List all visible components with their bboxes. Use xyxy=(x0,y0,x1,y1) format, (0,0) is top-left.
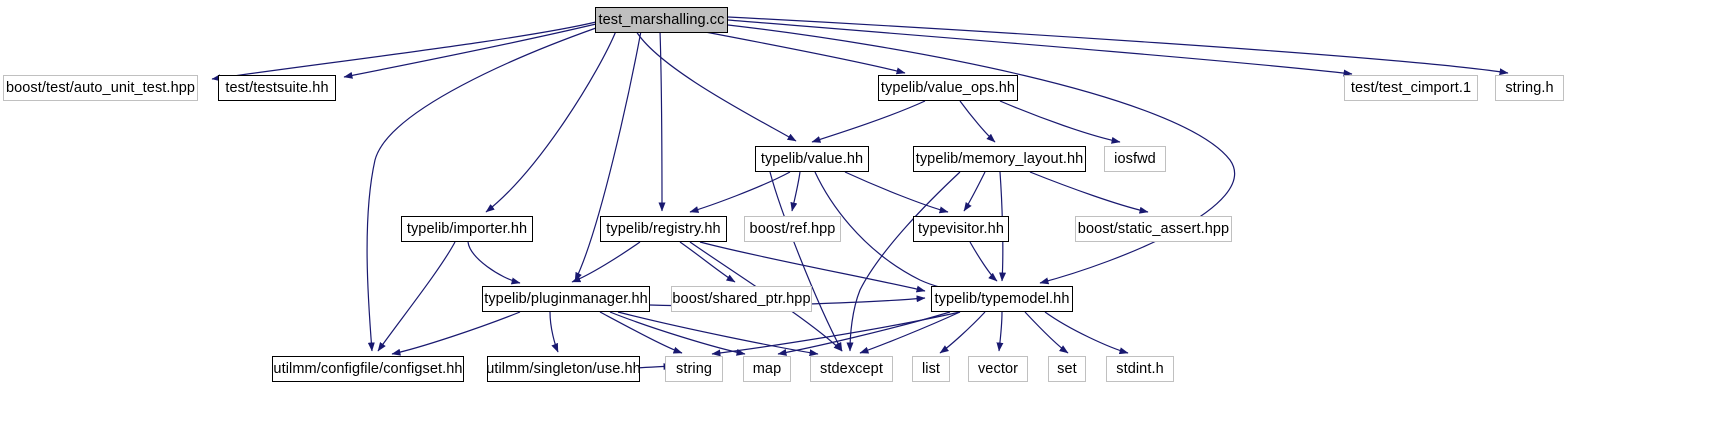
graph-node-n15[interactable]: boost/shared_ptr.hpp xyxy=(671,286,812,312)
graph-node-label: boost/static_assert.hpp xyxy=(1077,220,1230,237)
graph-node-n4[interactable]: test/test_cimport.1 xyxy=(1344,75,1478,101)
graph-edge-n6-to-n10 xyxy=(689,171,791,213)
graph-edge-n0-to-n14 xyxy=(574,30,642,282)
graph-node-n9[interactable]: typelib/importer.hh xyxy=(401,216,533,242)
graph-edge-n3-to-n8 xyxy=(999,100,1121,144)
graph-node-n14[interactable]: typelib/pluginmanager.hh xyxy=(482,286,650,312)
graph-node-n7[interactable]: typelib/memory_layout.hh xyxy=(913,146,1086,172)
graph-edge-n14-to-n21 xyxy=(617,311,819,357)
graph-node-label: typelib/importer.hh xyxy=(406,220,528,237)
graph-edge-n6-to-n11 xyxy=(790,171,801,212)
graph-edge-n7-to-n21 xyxy=(846,171,961,352)
graph-node-n23[interactable]: vector xyxy=(968,356,1028,382)
graph-node-n0[interactable]: test_marshalling.cc xyxy=(595,7,728,33)
graph-node-label: test/test_cimport.1 xyxy=(1350,79,1472,96)
graph-edge-n0-to-n5 xyxy=(727,16,1509,76)
graph-node-label: typelib/typemodel.hh xyxy=(934,290,1070,307)
graph-node-label: stdint.h xyxy=(1116,360,1164,377)
edges-group xyxy=(211,16,1509,371)
graph-edge-n14-to-n18 xyxy=(549,311,559,353)
graph-node-label: test_marshalling.cc xyxy=(598,11,725,28)
graph-edge-n0-to-n10 xyxy=(658,30,666,212)
graph-node-label: boost/shared_ptr.hpp xyxy=(672,290,811,307)
graph-node-n25[interactable]: stdint.h xyxy=(1106,356,1174,382)
graph-edge-n0-to-n3 xyxy=(699,30,906,75)
graph-edge-n3-to-n7 xyxy=(959,100,996,143)
graph-edge-n16-to-n23 xyxy=(996,311,1004,352)
graph-node-n6[interactable]: typelib/value.hh xyxy=(755,146,869,172)
graph-edge-n7-to-n12 xyxy=(963,171,986,212)
graph-edge-n16-to-n20 xyxy=(777,311,951,356)
graph-node-label: vector xyxy=(977,360,1019,377)
graph-node-n24[interactable]: set xyxy=(1048,356,1086,382)
graph-node-label: test/testsuite.hh xyxy=(225,79,329,96)
graph-node-n18[interactable]: utilmm/singleton/use.hh xyxy=(486,356,641,382)
graph-node-n10[interactable]: typelib/registry.hh xyxy=(600,216,727,242)
graph-node-label: typelib/registry.hh xyxy=(606,220,721,237)
graph-node-label: utilmm/configfile/configset.hh xyxy=(273,360,463,377)
graph-node-n13[interactable]: boost/static_assert.hpp xyxy=(1075,216,1232,242)
graph-node-n21[interactable]: stdexcept xyxy=(810,356,893,382)
graph-node-label: typelib/memory_layout.hh xyxy=(915,150,1084,167)
graph-node-n16[interactable]: typelib/typemodel.hh xyxy=(931,286,1073,312)
graph-node-n20[interactable]: map xyxy=(743,356,791,382)
graph-node-label: set xyxy=(1057,360,1077,377)
graph-node-label: boost/test/auto_unit_test.hpp xyxy=(5,79,196,96)
graph-node-label: typelib/pluginmanager.hh xyxy=(484,290,648,307)
graph-edge-n16-to-n25 xyxy=(1044,311,1129,355)
graph-edge-n0-to-n9 xyxy=(485,30,617,213)
graph-node-label: string xyxy=(675,360,713,377)
graph-edge-n10-to-n14 xyxy=(571,241,641,283)
graph-edge-n0-to-n4 xyxy=(727,19,1353,77)
graph-node-n17[interactable]: utilmm/configfile/configset.hh xyxy=(272,356,464,382)
graph-edge-n12-to-n16 xyxy=(969,241,998,282)
graph-edge-n10-to-n15 xyxy=(679,241,736,283)
graph-node-n3[interactable]: typelib/value_ops.hh xyxy=(878,75,1018,101)
graph-edge-n10-to-n16 xyxy=(699,241,926,293)
graph-node-n11[interactable]: boost/ref.hpp xyxy=(744,216,841,242)
graph-node-label: boost/ref.hpp xyxy=(749,220,836,237)
graph-edge-n6-to-n21 xyxy=(769,171,843,352)
graph-node-n1[interactable]: boost/test/auto_unit_test.hpp xyxy=(3,75,198,101)
graph-node-label: typelib/value_ops.hh xyxy=(880,79,1016,96)
graph-node-n5[interactable]: string.h xyxy=(1495,75,1564,101)
graph-node-n8[interactable]: iosfwd xyxy=(1104,146,1166,172)
graph-node-label: typelib/value.hh xyxy=(760,150,864,167)
graph-node-n22[interactable]: list xyxy=(912,356,950,382)
graph-node-label: list xyxy=(921,360,941,377)
graph-edge-n0-to-n1 xyxy=(211,21,597,82)
graph-edge-n16-to-n21 xyxy=(859,311,961,354)
graph-node-label: map xyxy=(752,360,782,377)
graph-edge-n14-to-n19 xyxy=(599,311,683,354)
graph-edge-n3-to-n6 xyxy=(811,100,926,143)
graph-edge-n9-to-n14 xyxy=(467,241,521,285)
graph-edge-n16-to-n19 xyxy=(711,311,961,357)
graph-edge-n7-to-n13 xyxy=(1029,171,1149,214)
graph-node-label: typevisitor.hh xyxy=(917,220,1005,237)
graph-edge-n6-to-n12 xyxy=(844,171,949,214)
graph-node-label: stdexcept xyxy=(820,360,883,377)
graph-node-n19[interactable]: string xyxy=(665,356,723,382)
graph-edge-n9-to-n17 xyxy=(377,241,456,352)
graph-edge-n0-to-n2 xyxy=(343,23,597,79)
graph-edge-n16-to-n24 xyxy=(1024,311,1069,354)
graph-edge-n14-to-n20 xyxy=(609,311,746,356)
graph-edge-n14-to-n17 xyxy=(391,311,521,356)
graph-node-label: utilmm/singleton/use.hh xyxy=(486,360,641,377)
graph-node-label: string.h xyxy=(1505,79,1554,96)
graph-node-label: iosfwd xyxy=(1114,150,1156,167)
graph-node-n12[interactable]: typevisitor.hh xyxy=(913,216,1009,242)
graph-edge-n0-to-n6 xyxy=(635,30,797,142)
graph-edge-n16-to-n22 xyxy=(939,311,986,354)
graph-node-n2[interactable]: test/testsuite.hh xyxy=(218,75,336,101)
